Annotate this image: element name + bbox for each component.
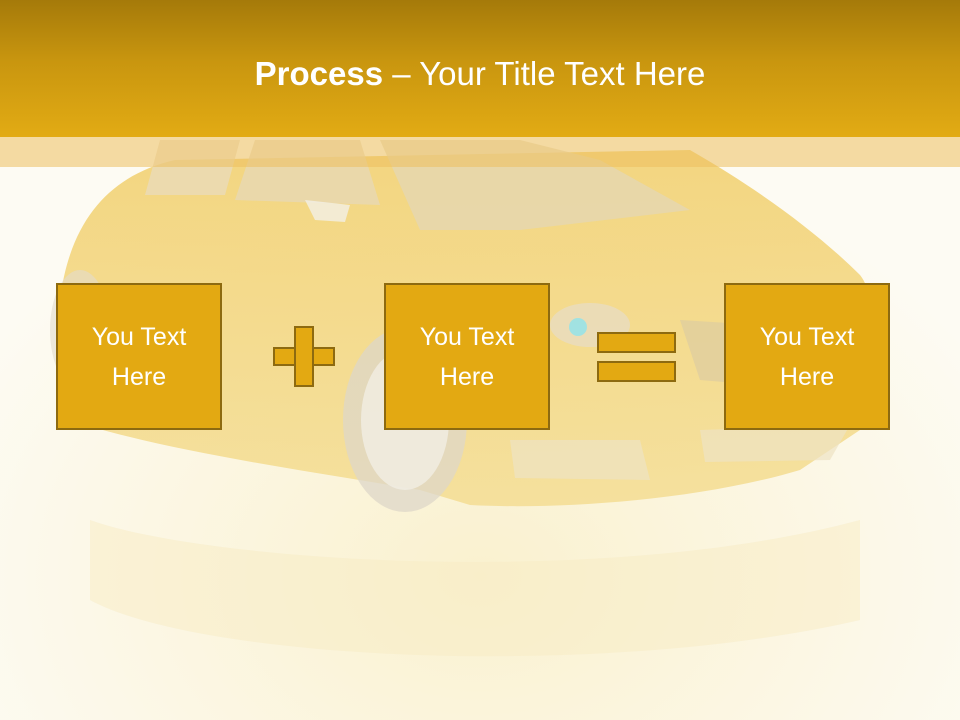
equals-bottom-bar [597, 361, 676, 382]
title-bold-part: Process [254, 55, 384, 92]
title-header-bar: Process – Your Title Text Here [0, 0, 960, 137]
plus-center [296, 349, 312, 364]
process-box-1[interactable]: You Text Here [56, 283, 222, 430]
title-rest-part: – Your Title Text Here [383, 55, 706, 92]
header-accent-band [0, 137, 960, 167]
process-box-2[interactable]: You Text Here [384, 283, 550, 430]
slide-title: Process – Your Title Text Here [0, 52, 960, 96]
equals-top-bar [597, 332, 676, 353]
process-box-3[interactable]: You Text Here [724, 283, 890, 430]
